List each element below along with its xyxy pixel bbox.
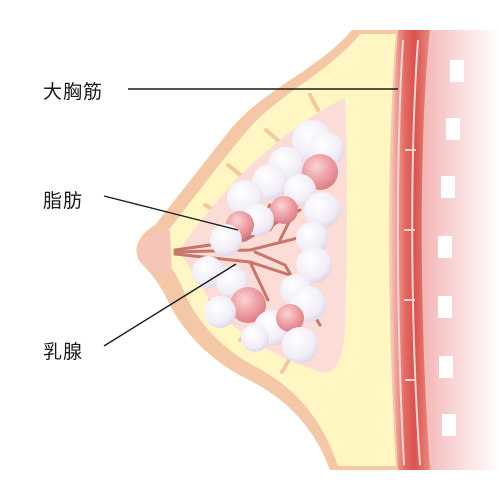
nipple — [138, 230, 172, 276]
label-mammary-gland: 乳腺 — [43, 341, 84, 363]
label-fat: 脂肪 — [43, 190, 84, 212]
chest-wall — [420, 30, 500, 470]
rib-markers — [438, 60, 464, 436]
leader-line-fat — [103, 195, 239, 231]
muscle-fibers — [396, 39, 421, 466]
pectoral-muscle — [391, 30, 430, 470]
leader-line-mammary-gland — [103, 263, 237, 347]
label-pectoral-muscle: 大胸筋 — [43, 81, 104, 103]
leader-lines — [103, 88, 398, 347]
lobules — [192, 120, 344, 363]
